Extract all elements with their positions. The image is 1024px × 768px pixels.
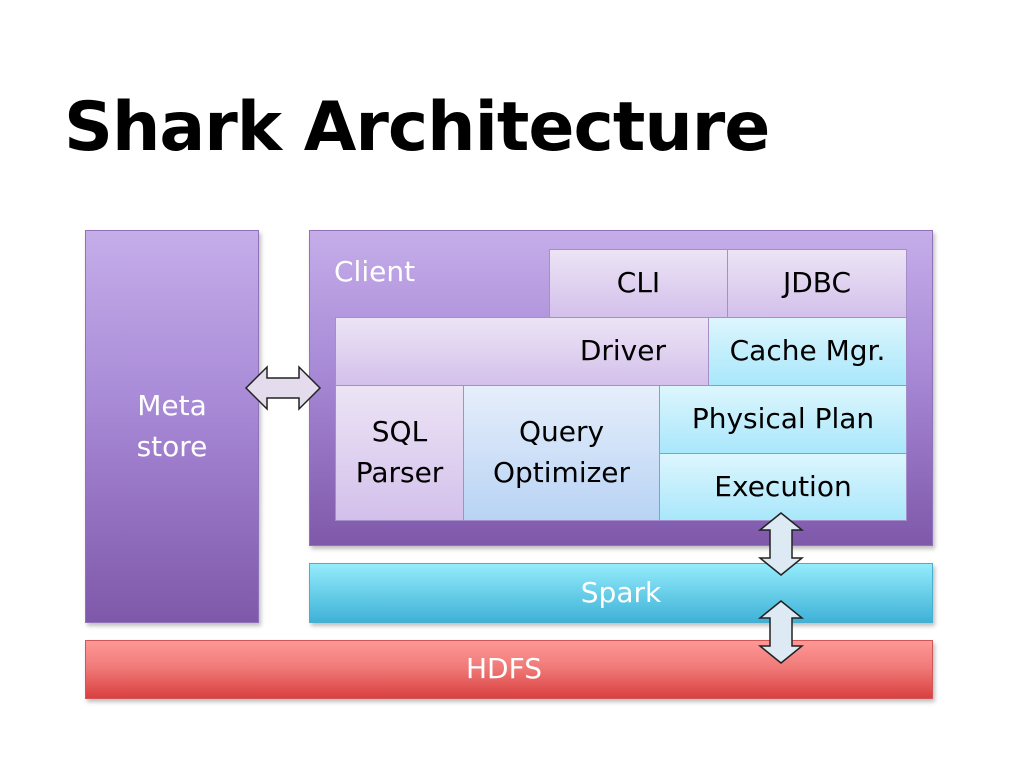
jdbc-box: JDBC [727, 249, 907, 318]
execution-spark-double-arrow-icon [757, 512, 805, 576]
query-optimizer-label-line1: Query [518, 415, 605, 449]
metastore-label-line1: Meta [137, 388, 207, 422]
driver-label: Driver [579, 334, 666, 368]
sql-parser-label-line1: SQL [371, 415, 428, 449]
spark-hdfs-double-arrow-icon [757, 600, 805, 664]
slide-title: Shark Architecture [64, 88, 770, 167]
metastore-client-double-arrow-icon [244, 365, 322, 411]
sql-parser-box: SQL Parser [335, 385, 464, 521]
cache-mgr-box: Cache Mgr. [708, 317, 907, 386]
hdfs-box: HDFS [85, 640, 933, 699]
client-label: Client [334, 254, 416, 288]
sql-parser-label-line2: Parser [355, 456, 444, 489]
query-optimizer-label-line2: Optimizer [492, 456, 631, 489]
metastore-label-line2: store [136, 429, 208, 463]
metastore-box: Meta store [85, 230, 259, 623]
query-optimizer-box: Query Optimizer [463, 385, 660, 521]
spark-box: Spark [309, 563, 933, 623]
physical-plan-box: Physical Plan [659, 385, 907, 454]
driver-box: Driver [335, 317, 709, 386]
cli-box: CLI [549, 249, 728, 318]
hdfs-label: HDFS [466, 652, 543, 686]
execution-box: Execution [659, 453, 907, 521]
